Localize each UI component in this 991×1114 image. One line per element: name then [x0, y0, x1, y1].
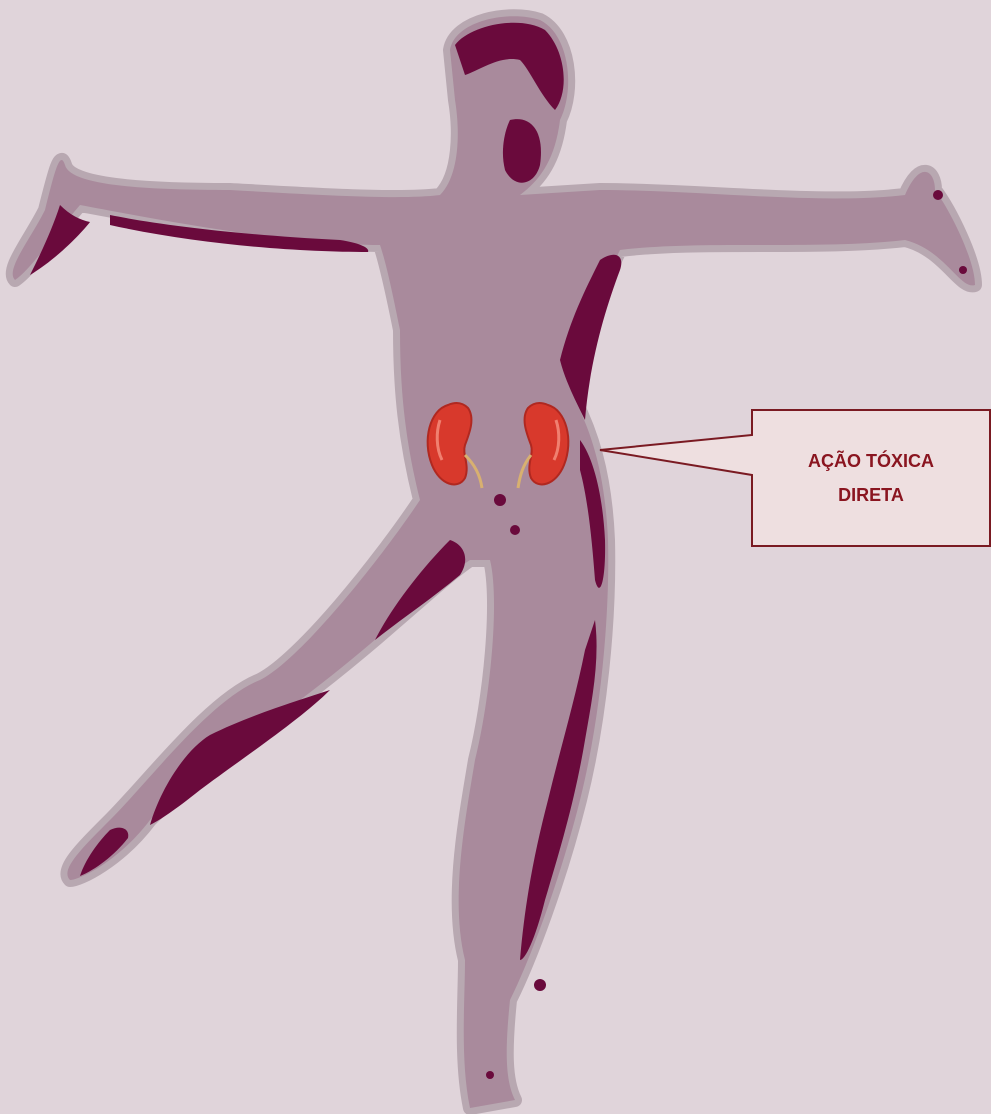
callout-label: AÇÃO TÓXICA DIRETA — [752, 410, 990, 546]
human-body-silhouette — [13, 16, 975, 1108]
callout-line-1: AÇÃO TÓXICA — [808, 444, 934, 478]
callout-line-2: DIRETA — [838, 478, 904, 512]
